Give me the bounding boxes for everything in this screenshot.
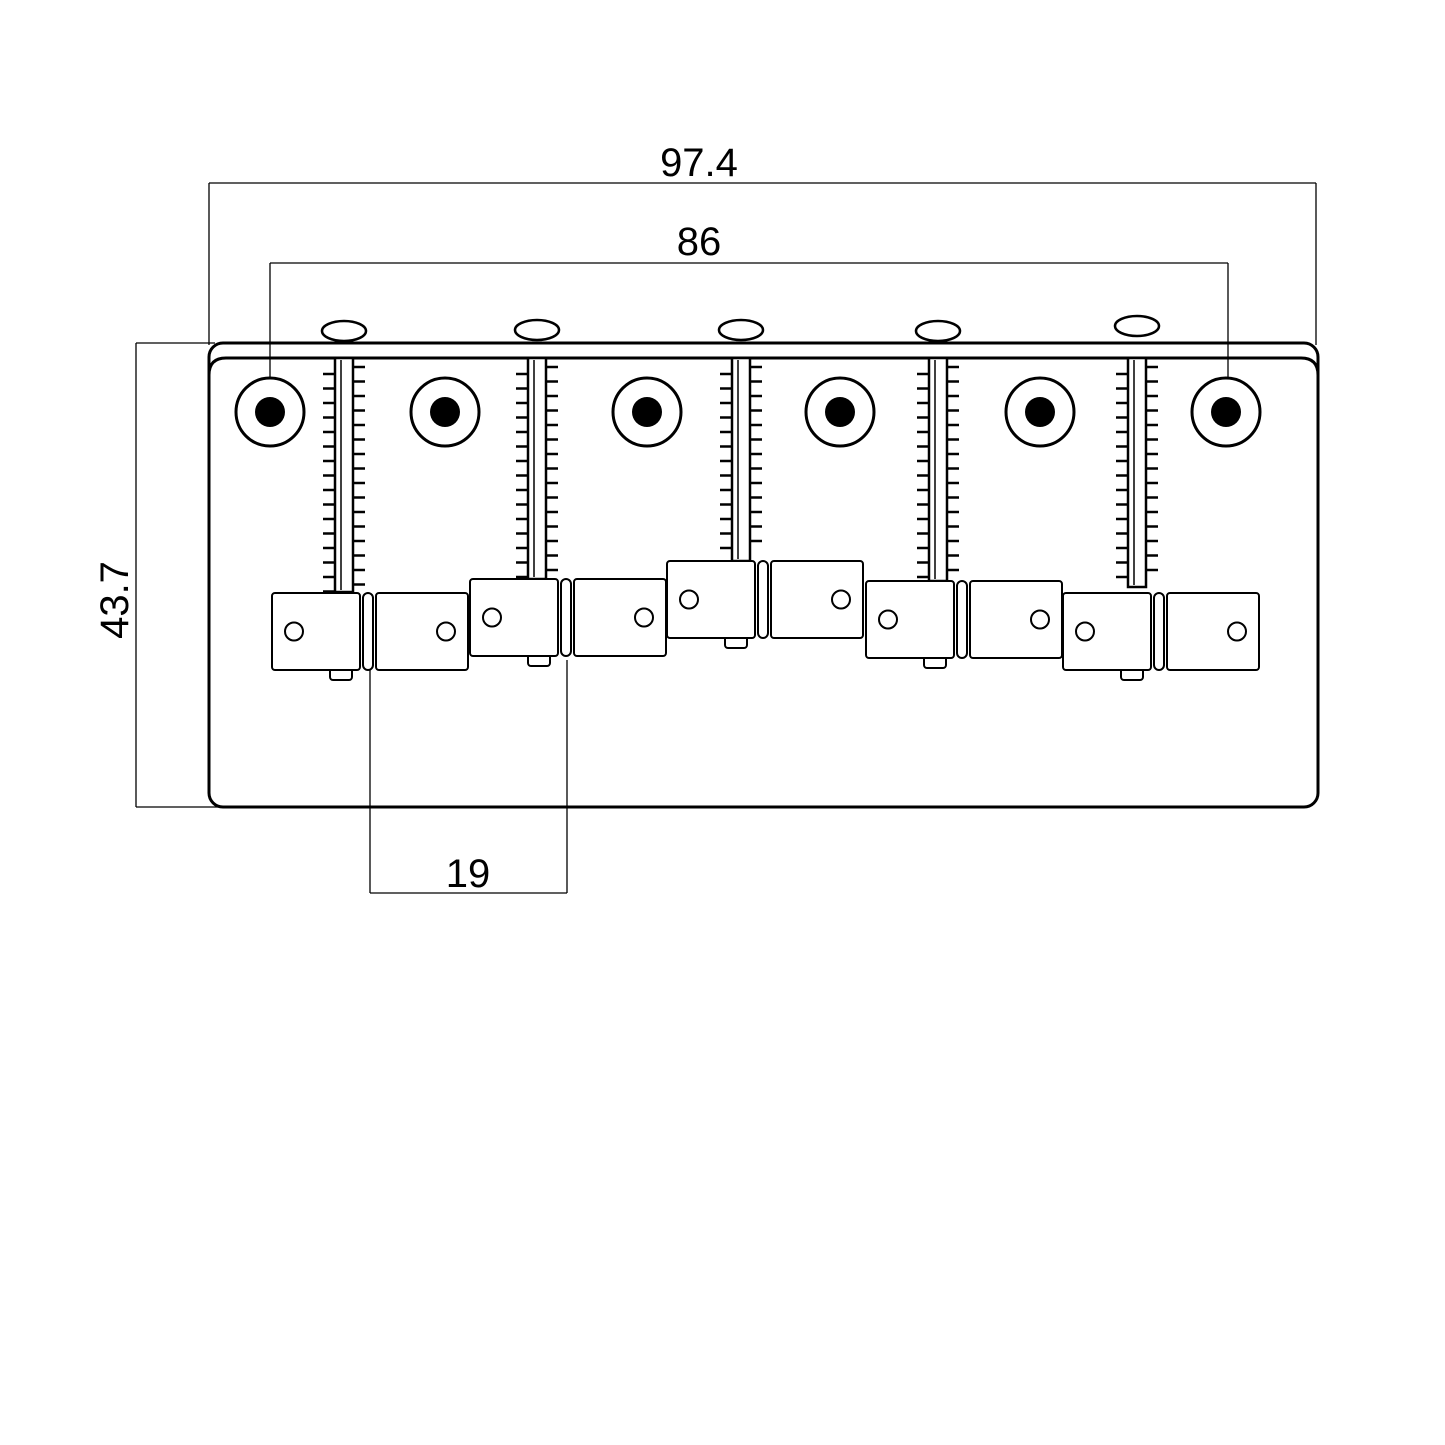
saddle-block-left-2: [469, 578, 559, 657]
saddle-spacer-1: [362, 592, 374, 671]
screw-head-3: [717, 318, 765, 342]
screw-head-2: [513, 318, 561, 342]
saddle-block-left-5: [1062, 592, 1152, 671]
saddle-screw-left-2: [482, 607, 502, 628]
saddle-spacer-2: [560, 578, 572, 657]
saddle-screw-right-4: [1030, 609, 1050, 630]
saddle-screw-right-1: [436, 621, 456, 642]
screw-shaft-5: [1126, 356, 1148, 589]
saddle-screw-left-4: [878, 609, 898, 630]
screw-shaft-1: [333, 356, 355, 594]
saddle-screw-right-2: [634, 607, 654, 628]
saddle-screw-left-1: [284, 621, 304, 642]
saddle-block-left-1: [271, 592, 361, 671]
hole-spacing-label: 86: [677, 220, 722, 264]
screw-4: [914, 319, 962, 583]
mounting-hole-6: [1211, 397, 1241, 427]
saddle-2: [469, 578, 667, 667]
saddle-spacer-4: [956, 580, 968, 659]
saddle-block-right-1: [375, 592, 469, 671]
saddle-spacer-5: [1153, 592, 1165, 671]
overall-width-label: 97.4: [660, 141, 738, 185]
screw-1: [320, 319, 368, 594]
saddle-screw-right-5: [1227, 621, 1247, 642]
screw-shaft-4: [927, 356, 949, 583]
saddle-screw-left-5: [1075, 621, 1095, 642]
screw-head-5: [1113, 314, 1161, 338]
mounting-hole-3: [632, 397, 662, 427]
height-label: 43.7: [93, 561, 137, 639]
saddle-screw-right-3: [831, 589, 851, 610]
saddle-block-right-3: [770, 560, 864, 639]
screw-head-4: [914, 319, 962, 343]
screw-shaft-3: [730, 356, 752, 563]
mounting-hole-1: [255, 397, 285, 427]
saddle-block-right-5: [1166, 592, 1260, 671]
saddle-5: [1062, 592, 1260, 681]
screw-5: [1113, 314, 1161, 589]
saddle-block-left-4: [865, 580, 955, 659]
base-plate: [207, 341, 1320, 809]
string-spacing-label: 19: [446, 852, 491, 896]
dimension-hole-spacing: 86: [269, 220, 1229, 412]
saddle-screw-left-3: [679, 589, 699, 610]
intonation-screws: [320, 314, 1161, 594]
screw-shaft-2: [526, 356, 548, 581]
screw-3: [717, 318, 765, 563]
base-plate-back-edge: [207, 356, 1320, 376]
screw-2: [513, 318, 561, 581]
saddle-block-left-3: [666, 560, 756, 639]
dimension-overall-width: 97.4: [208, 141, 1317, 345]
mounting-hole-2: [430, 397, 460, 427]
dimension-height: 43.7: [93, 342, 225, 808]
dimension-string-spacing: 19: [369, 660, 568, 896]
saddle-4: [865, 580, 1063, 669]
saddle-spacer-3: [757, 560, 769, 639]
base-plate-outer: [207, 341, 1320, 809]
saddle-1: [271, 592, 469, 681]
mounting-hole-4: [825, 397, 855, 427]
screw-head-1: [320, 319, 368, 343]
saddle-3: [666, 560, 864, 649]
saddles: [271, 560, 1260, 681]
mounting-holes: [234, 376, 1262, 448]
mounting-hole-5: [1025, 397, 1055, 427]
